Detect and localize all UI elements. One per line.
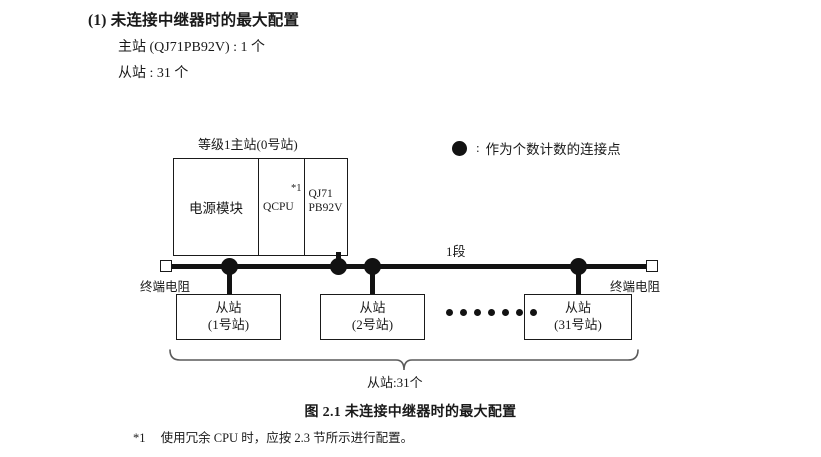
legend: : 作为个数计数的连接点 bbox=[452, 138, 621, 158]
slave-station-number: (1号站) bbox=[207, 317, 250, 332]
network-module-line2: PB92V bbox=[308, 202, 343, 215]
slave-station-spec: 从站 : 31 个 bbox=[118, 66, 189, 81]
figure-caption: 图 2.1 未连接中继器时的最大配置 bbox=[304, 405, 517, 420]
ellipsis-dot bbox=[460, 309, 467, 316]
master-station-spec: 主站 (QJ71PB92V) : 1 个 bbox=[118, 40, 266, 55]
footnote-marker: *1 bbox=[133, 431, 146, 445]
legend-label: 作为个数计数的连接点 bbox=[485, 142, 621, 157]
ellipsis-dots bbox=[446, 309, 537, 316]
drop-line-slave-2 bbox=[370, 266, 375, 294]
slave-station-box: 从站 (2号站) bbox=[320, 294, 425, 340]
slave-group-label: 从站:31个 bbox=[367, 375, 423, 390]
footnote: *1 使用冗余 CPU 时，应按 2.3 节所示进行配置。 bbox=[133, 427, 413, 446]
ellipsis-dot bbox=[502, 309, 509, 316]
power-module-label: 电源模块 bbox=[189, 201, 243, 216]
legend-colon: : bbox=[476, 140, 480, 155]
ellipsis-dot bbox=[530, 309, 537, 316]
cpu-footnote-marker: *1 bbox=[291, 183, 302, 194]
segment-label: 1段 bbox=[446, 244, 466, 259]
slave-station-box: 从站 (31号站) bbox=[524, 294, 632, 340]
terminator-resistor-left-icon bbox=[160, 260, 172, 272]
slave-station-number: (31号站) bbox=[554, 317, 602, 332]
slave-station-name: 从站 bbox=[359, 300, 386, 316]
slave-station-number: (2号站) bbox=[351, 317, 394, 332]
drop-line-slave-1 bbox=[227, 266, 232, 294]
terminator-resistor-right-icon bbox=[646, 260, 658, 272]
slave-station-name: 从站 bbox=[215, 300, 242, 316]
terminator-resistor-right-label: 终端电阻 bbox=[610, 280, 661, 294]
power-module-slot: 电源模块 bbox=[174, 159, 260, 255]
ellipsis-dot bbox=[488, 309, 495, 316]
ellipsis-dot bbox=[474, 309, 481, 316]
cpu-module-slot: QCPU *1 bbox=[259, 159, 305, 255]
terminator-resistor-left-label: 终端电阻 bbox=[140, 280, 191, 294]
connection-point-master bbox=[330, 258, 347, 275]
ellipsis-dot bbox=[446, 309, 453, 316]
ellipsis-dot bbox=[516, 309, 523, 316]
cpu-module-label: QCPU bbox=[263, 201, 294, 213]
footnote-text: 使用冗余 CPU 时，应按 2.3 节所示进行配置。 bbox=[160, 431, 414, 445]
slave-group-brace bbox=[169, 349, 639, 371]
network-module-line1: QJ71 bbox=[308, 188, 333, 200]
slave-station-box: 从站 (1号站) bbox=[176, 294, 281, 340]
section-title: (1) 未连接中继器时的最大配置 bbox=[88, 12, 300, 29]
profibus-trunk-line bbox=[163, 264, 655, 269]
master-station-label: 等级1主站(0号站) bbox=[198, 137, 298, 152]
drop-line-slave-31 bbox=[576, 266, 581, 294]
filled-circle-icon bbox=[452, 140, 467, 156]
slave-station-name: 从站 bbox=[564, 300, 591, 316]
